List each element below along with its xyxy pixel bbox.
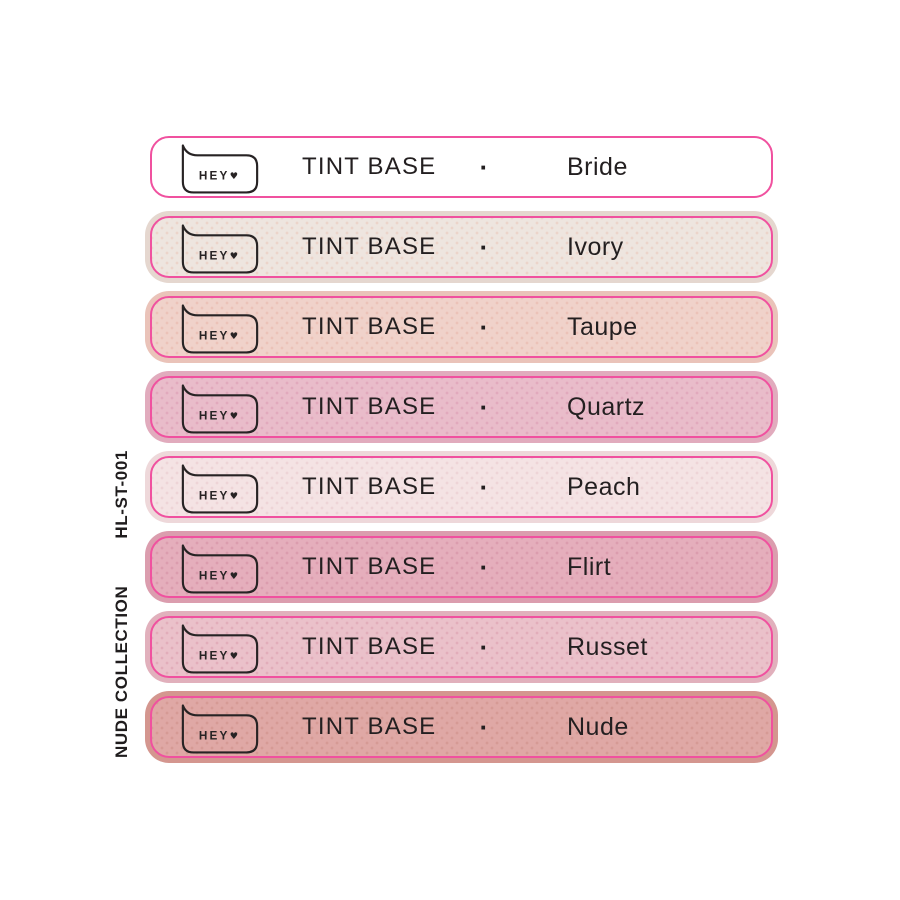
shade-label: HEY ♥ TINT BASE · Flirt [150, 536, 773, 598]
shade-swatch-row: HEY ♥ TINT BASE · Taupe [145, 291, 778, 363]
heart-icon: ♥ [230, 171, 238, 182]
logo-text: HEY [199, 170, 230, 183]
shade-label: HEY ♥ TINT BASE · Ivory [150, 216, 773, 278]
heart-icon: ♥ [230, 571, 238, 582]
separator-dot: · [479, 551, 489, 582]
heart-icon: ♥ [230, 331, 238, 342]
product-line-label: TINT BASE [302, 633, 437, 660]
hey-logo: HEY ♥ [181, 704, 259, 754]
shade-label: HEY ♥ TINT BASE · Bride [150, 136, 773, 198]
hey-logo: HEY ♥ [181, 464, 259, 514]
shade-name: Peach [567, 472, 641, 501]
separator-dot: · [479, 471, 489, 502]
hey-logo: HEY ♥ [181, 224, 259, 274]
shade-name: Russet [567, 632, 648, 661]
product-line-label: TINT BASE [302, 233, 437, 260]
heart-icon: ♥ [230, 251, 238, 262]
heart-icon: ♥ [230, 731, 238, 742]
shade-name: Bride [567, 152, 628, 181]
shade-label: HEY ♥ TINT BASE · Peach [150, 456, 773, 518]
separator-dot: · [479, 231, 489, 262]
shade-name: Quartz [567, 392, 646, 421]
shade-name: Ivory [567, 232, 624, 261]
hey-logo: HEY ♥ [181, 624, 259, 674]
shade-swatch-row: HEY ♥ TINT BASE · Quartz [145, 371, 778, 443]
shade-label: HEY ♥ TINT BASE · Nude [150, 696, 773, 758]
heart-icon: ♥ [230, 491, 238, 502]
logo-text: HEY [199, 730, 230, 743]
shade-label: HEY ♥ TINT BASE · Taupe [150, 296, 773, 358]
logo-text: HEY [199, 250, 230, 263]
speech-bubble-icon [181, 464, 259, 514]
hey-logo: HEY ♥ [181, 144, 259, 194]
speech-bubble-icon [181, 144, 259, 194]
speech-bubble-icon [181, 384, 259, 434]
separator-dot: · [479, 391, 489, 422]
hey-logo: HEY ♥ [181, 384, 259, 434]
logo-text: HEY [199, 650, 230, 663]
separator-dot: · [479, 151, 489, 182]
shade-label: HEY ♥ TINT BASE · Quartz [150, 376, 773, 438]
shade-name: Taupe [567, 312, 638, 341]
shade-swatch-row: HEY ♥ TINT BASE · Ivory [145, 211, 778, 283]
hey-logo: HEY ♥ [181, 544, 259, 594]
logo-text: HEY [199, 570, 230, 583]
speech-bubble-icon [181, 224, 259, 274]
logo-text: HEY [199, 410, 230, 423]
heart-icon: ♥ [230, 651, 238, 662]
shade-swatch-row: HEY ♥ TINT BASE · Russet [145, 611, 778, 683]
shade-label: HEY ♥ TINT BASE · Russet [150, 616, 773, 678]
shade-name: Nude [567, 712, 629, 741]
shade-swatch-row: HEY ♥ TINT BASE · Bride [145, 131, 778, 203]
shade-swatch-row: HEY ♥ TINT BASE · Nude [145, 691, 778, 763]
product-line-label: TINT BASE [302, 553, 437, 580]
shade-swatch-row: HEY ♥ TINT BASE · Peach [145, 451, 778, 523]
speech-bubble-icon [181, 544, 259, 594]
separator-dot: · [479, 711, 489, 742]
separator-dot: · [479, 631, 489, 662]
shade-swatch-row: HEY ♥ TINT BASE · Flirt [145, 531, 778, 603]
speech-bubble-icon [181, 704, 259, 754]
logo-text: HEY [199, 490, 230, 503]
logo-text: HEY [199, 330, 230, 343]
shade-name: Flirt [567, 552, 612, 581]
product-line-label: TINT BASE [302, 153, 437, 180]
product-line-label: TINT BASE [302, 313, 437, 340]
product-line-label: TINT BASE [302, 473, 437, 500]
product-line-label: TINT BASE [302, 393, 437, 420]
hey-logo: HEY ♥ [181, 304, 259, 354]
speech-bubble-icon [181, 624, 259, 674]
heart-icon: ♥ [230, 411, 238, 422]
speech-bubble-icon [181, 304, 259, 354]
product-line-label: TINT BASE [302, 713, 437, 740]
separator-dot: · [479, 311, 489, 342]
